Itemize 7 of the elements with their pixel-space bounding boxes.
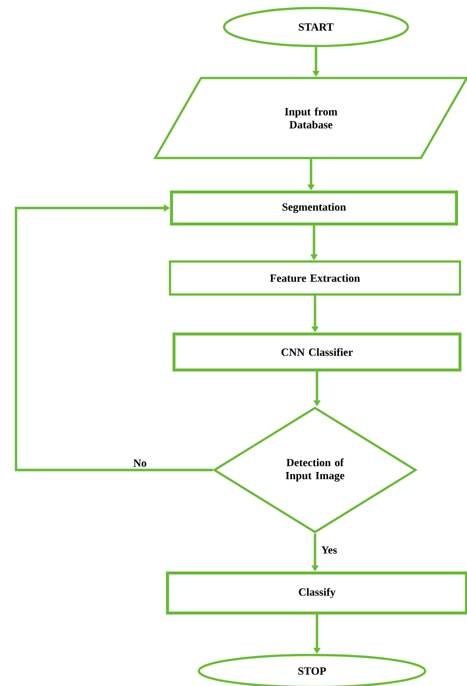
arrow [14,204,213,472]
yes-label: Yes [320,545,338,555]
process-box: Feature Extraction [168,260,462,296]
no-label: No [132,458,148,468]
process-box: Segmentation [170,190,458,226]
process-box: Classify [166,572,467,614]
process-box: CNN Classifier [172,332,462,372]
